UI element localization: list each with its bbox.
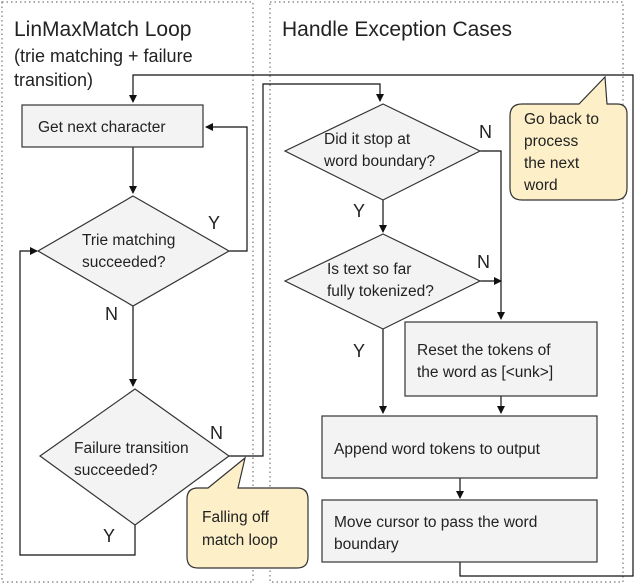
- node-reset-tokens-label-1: Reset the tokens of: [417, 342, 551, 359]
- callout-go-back: Go back to process the next word: [509, 75, 628, 201]
- callout-go-back-line-4: word: [523, 177, 558, 194]
- edge-trie-yes-to-get-next-char: [205, 123, 248, 252]
- edge-move-cursor-to-get-next-char: [129, 74, 634, 577]
- callout-falling-off-line-2: match loop: [202, 532, 278, 549]
- right-panel-title: Handle Exception Cases: [282, 18, 512, 41]
- label-trie-no: N: [105, 304, 118, 324]
- left-panel-subtitle-line-1: (trie matching + failure: [14, 46, 193, 66]
- node-reset-tokens: Reset the tokens of the word as [<unk>]: [404, 321, 598, 397]
- label-tokenized-no: N: [477, 252, 490, 272]
- node-failure-transition-label-2: succeeded?: [74, 462, 158, 479]
- node-append-tokens: Append word tokens to output: [321, 415, 598, 479]
- label-trie-yes: Y: [208, 213, 220, 233]
- callout-go-back-line-3: the next: [524, 155, 580, 172]
- node-reset-tokens-label-2: the word as [<unk>]: [417, 364, 553, 381]
- edge-failure-no-to-word-boundary: [229, 83, 384, 457]
- node-move-cursor: Move cursor to pass the word boundary: [321, 499, 598, 563]
- edge-boundary-no-to-reset: [480, 150, 505, 320]
- node-fully-tokenized-label-1: Is text so far: [327, 261, 411, 278]
- callout-go-back-line-2: process: [524, 133, 579, 150]
- left-panel-subtitle-line-2: transition): [14, 70, 93, 90]
- label-failure-yes: Y: [103, 526, 115, 546]
- node-trie-matching: Trie matching succeeded?: [36, 195, 231, 307]
- left-panel-title: LinMaxMatch Loop: [14, 18, 191, 41]
- edge-failure-yes-to-trie-match: [19, 247, 136, 556]
- node-fully-tokenized: Is text so far fully tokenized?: [283, 233, 482, 330]
- node-get-next-character: Get next character: [21, 104, 204, 148]
- callout-falling-off-line-1: Falling off: [202, 509, 270, 526]
- node-word-boundary-label-1: Did it stop at: [324, 131, 411, 148]
- node-move-cursor-label-1: Move cursor to pass the word: [334, 514, 537, 531]
- node-failure-transition-label-1: Failure transition: [74, 440, 189, 457]
- callout-go-back-line-1: Go back to: [524, 111, 599, 128]
- node-move-cursor-label-2: boundary: [334, 536, 399, 553]
- left-panel-border: [1, 1, 254, 583]
- node-trie-matching-label-1: Trie matching: [82, 232, 175, 249]
- label-boundary-no: N: [479, 122, 492, 142]
- node-append-tokens-label: Append word tokens to output: [334, 441, 541, 458]
- node-trie-matching-label-2: succeeded?: [82, 254, 166, 271]
- node-word-boundary: Did it stop at word boundary?: [283, 103, 482, 201]
- node-word-boundary-label-2: word boundary?: [323, 153, 436, 170]
- right-panel-border: [269, 1, 624, 583]
- label-failure-no: N: [210, 423, 223, 443]
- label-boundary-yes: Y: [353, 201, 365, 221]
- callout-falling-off: Falling off match loop: [186, 456, 309, 569]
- node-get-next-character-label: Get next character: [38, 119, 166, 136]
- node-fully-tokenized-label-2: fully tokenized?: [327, 283, 434, 300]
- node-failure-transition: Failure transition succeeded?: [38, 388, 231, 526]
- label-tokenized-yes: Y: [353, 341, 365, 361]
